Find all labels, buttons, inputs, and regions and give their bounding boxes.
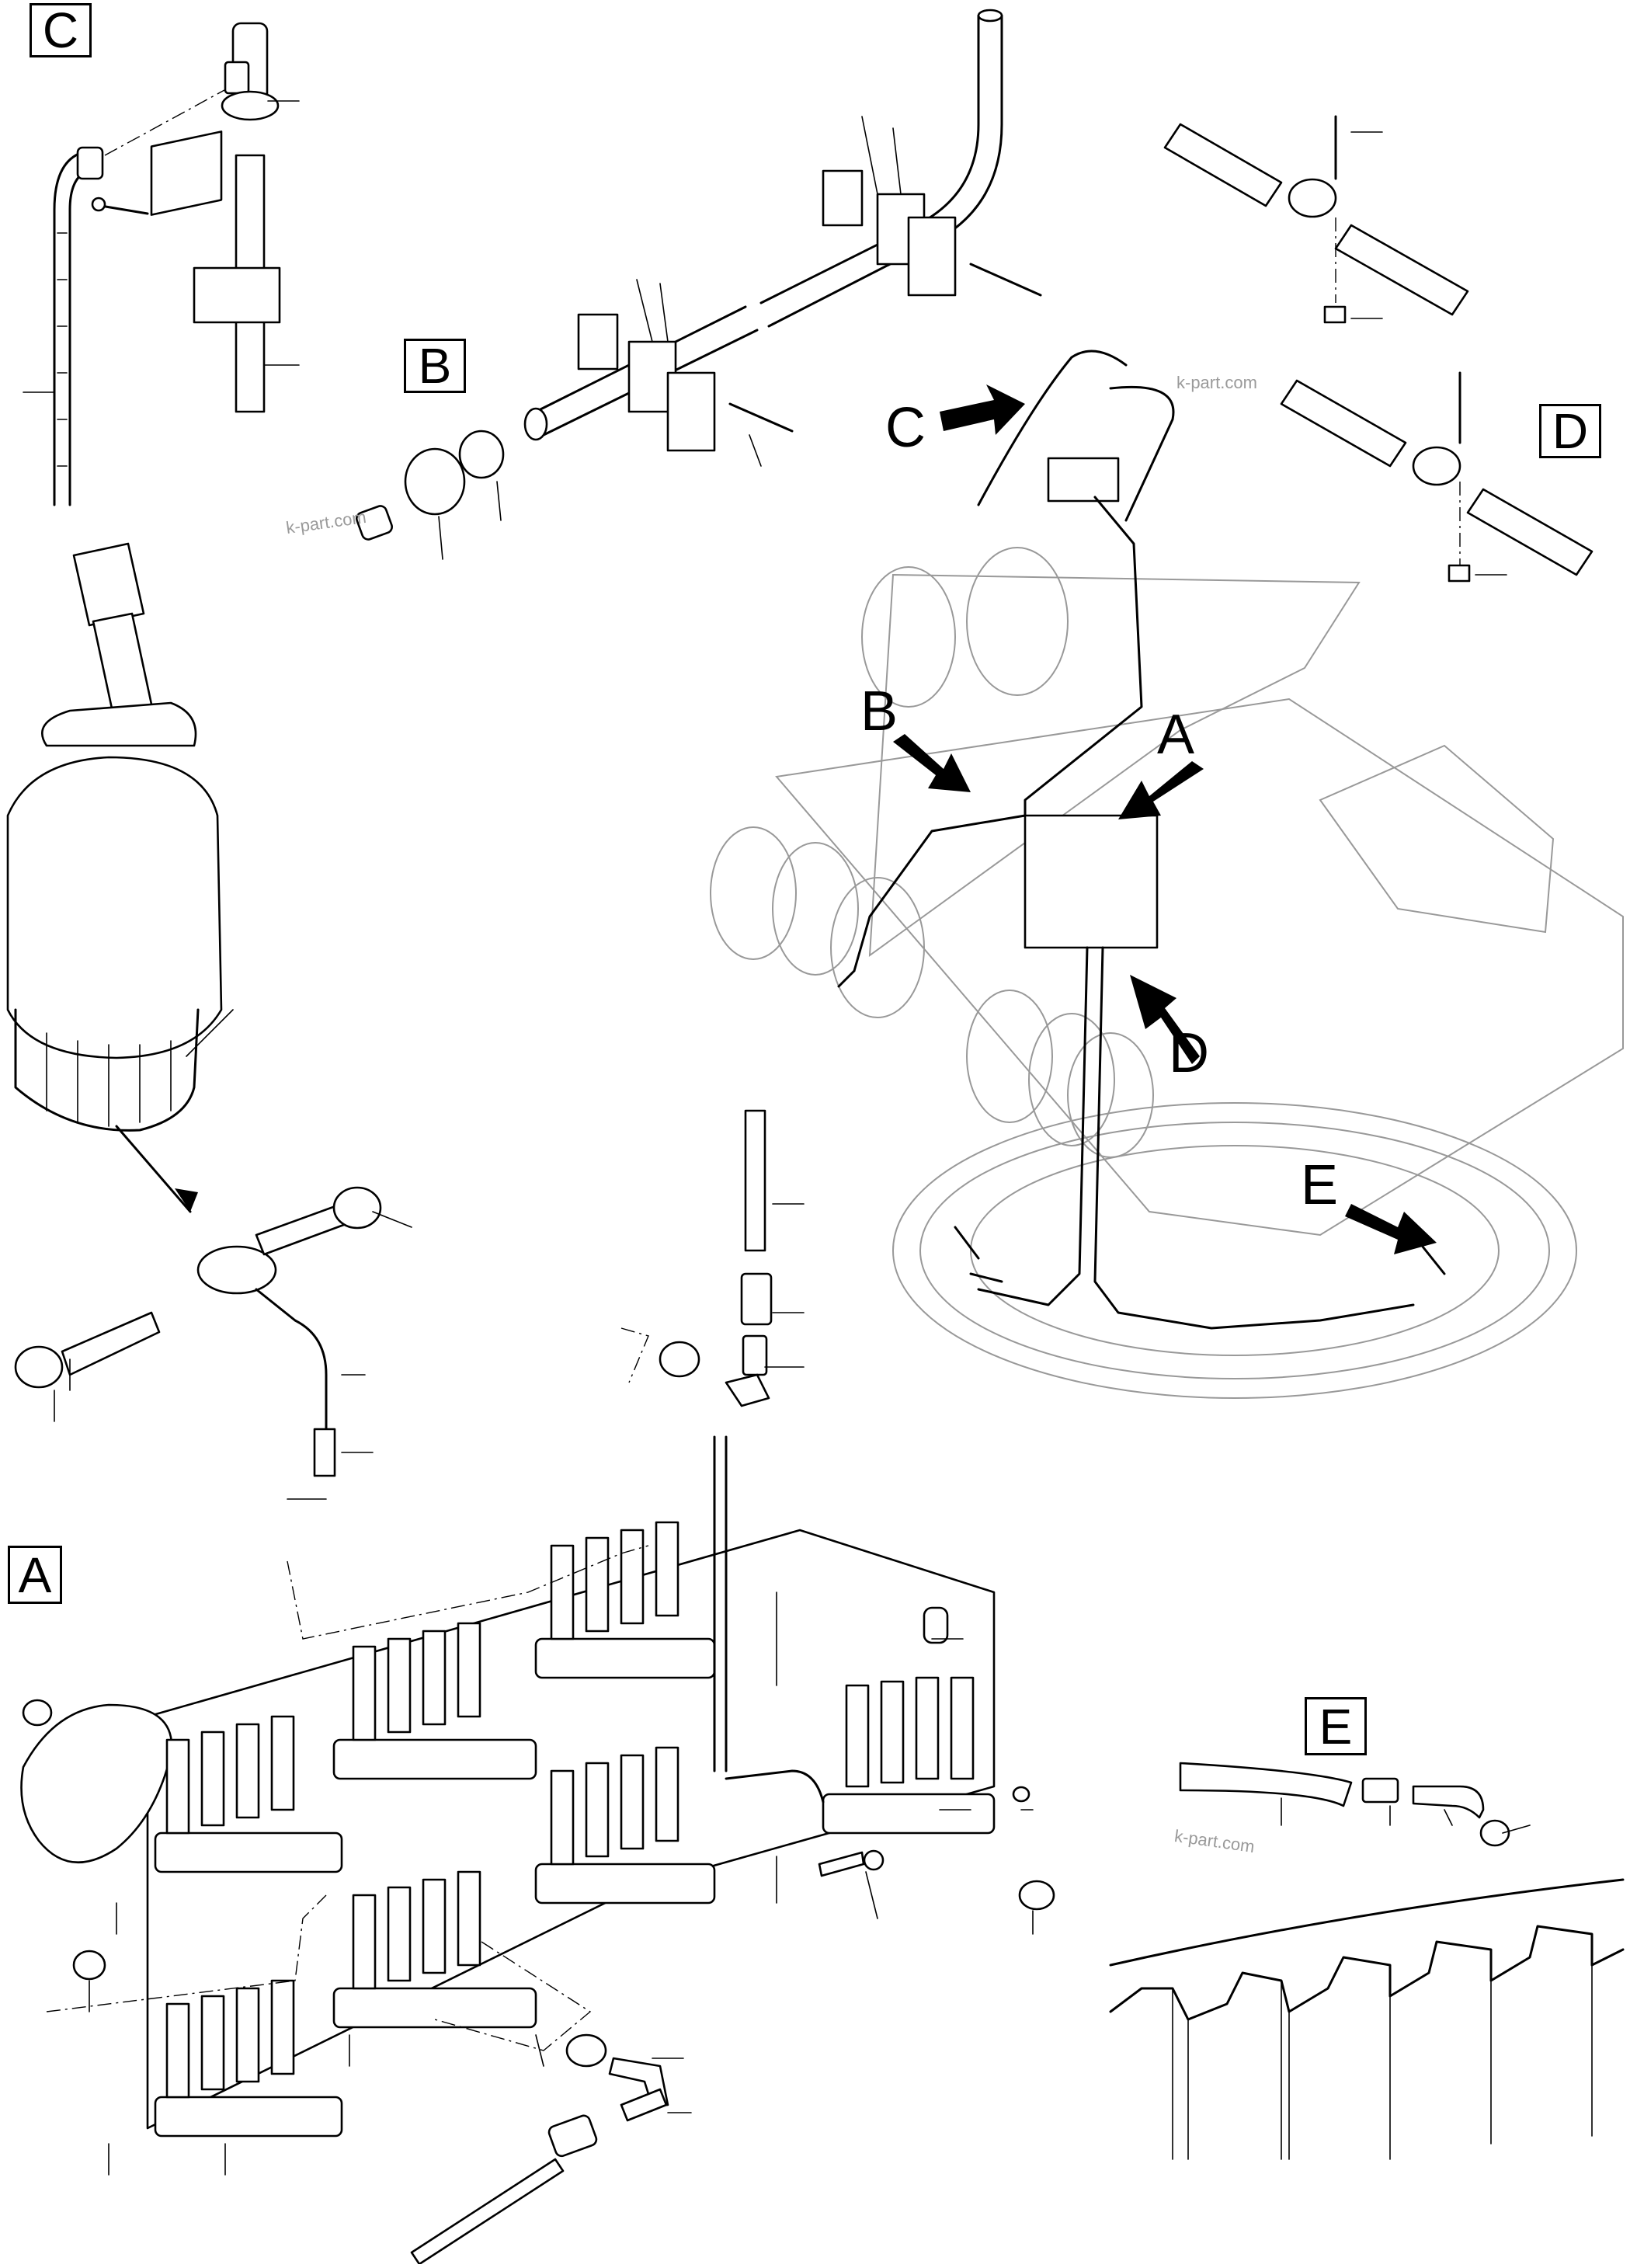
upper-frame (868, 573, 1361, 958)
grease-pump-assembly (6, 542, 412, 1500)
detail-box-b: B (404, 339, 466, 393)
connector-hose (744, 1109, 766, 1252)
arrow-label-a: A (1157, 704, 1195, 766)
detail-d-clamp-2 (1412, 446, 1461, 486)
detail-d-assembly (1163, 115, 1594, 583)
detail-box-e: E (1305, 1697, 1367, 1755)
distributor-block (1024, 814, 1159, 949)
arrow-label-c: C (885, 397, 926, 459)
distributor-4 (154, 1979, 343, 2138)
detail-e-gear-teeth (1109, 1925, 1625, 2160)
detail-e-ferrule (1361, 1777, 1399, 1804)
distributor-2 (332, 1622, 537, 1780)
distributor-7 (822, 1676, 996, 1835)
detail-c-clamp-lower (193, 266, 281, 324)
detail-a-assembly (20, 1435, 1055, 2266)
arrow-b (893, 734, 971, 792)
distributor-1 (154, 1715, 343, 1873)
detail-b-ferrule (458, 430, 505, 479)
detail-e-elbow (1412, 1785, 1485, 1819)
detail-b-bolt-1 (969, 263, 1042, 297)
arrow-label-d: D (1169, 1022, 1209, 1084)
grease-pump (1047, 457, 1120, 503)
detail-box-c: C (30, 3, 92, 57)
slewing-ring (892, 1102, 1577, 1399)
detail-d-pipe-2 (1280, 379, 1407, 468)
watermark-1: k-part.com (1176, 373, 1257, 392)
arrow-c (940, 384, 1025, 435)
detail-box-a: A (8, 1546, 62, 1604)
main-machine (710, 350, 1624, 1399)
detail-b-nut (404, 447, 466, 516)
detail-d-clamp-1 (1288, 178, 1337, 218)
pump-arrow-line (115, 1125, 192, 1213)
detail-a-fittings (410, 2033, 669, 2266)
detail-e-ring-edge (1109, 1878, 1625, 1967)
supply-hose (977, 350, 1128, 506)
connector-assembly (620, 1109, 805, 1407)
detail-c-assembly (23, 22, 300, 506)
pump-valve-2 (332, 1186, 382, 1230)
detail-a-riser-pipe (713, 1435, 728, 1772)
detail-e-hose (1179, 1762, 1353, 1807)
distributor-6 (534, 1746, 716, 1904)
detail-d-pipe-1 (1163, 123, 1283, 207)
detail-c-hose-nut (76, 146, 104, 180)
pump-connector (72, 542, 145, 627)
arrow-e (1345, 1204, 1437, 1254)
distributor-5 (332, 1870, 537, 2029)
detail-c-clamp-upper (150, 130, 223, 216)
pump-reservoir (6, 756, 223, 1059)
pump-valve (14, 1345, 64, 1389)
arrow-d (1130, 975, 1200, 1064)
distributor-3 (534, 1521, 716, 1679)
pump-tee (196, 1245, 277, 1295)
detail-e-assembly (1109, 1762, 1625, 2160)
detail-b-bolt-2 (728, 402, 794, 433)
arrow-label-b: B (860, 680, 898, 743)
detail-b-assembly (356, 9, 1042, 560)
arrow-a (1118, 761, 1204, 819)
detail-c-bolt (99, 204, 149, 215)
detail-a-cover (20, 1703, 173, 1864)
arrow-label-e: E (1301, 1154, 1339, 1216)
detail-box-d: D (1539, 404, 1601, 458)
